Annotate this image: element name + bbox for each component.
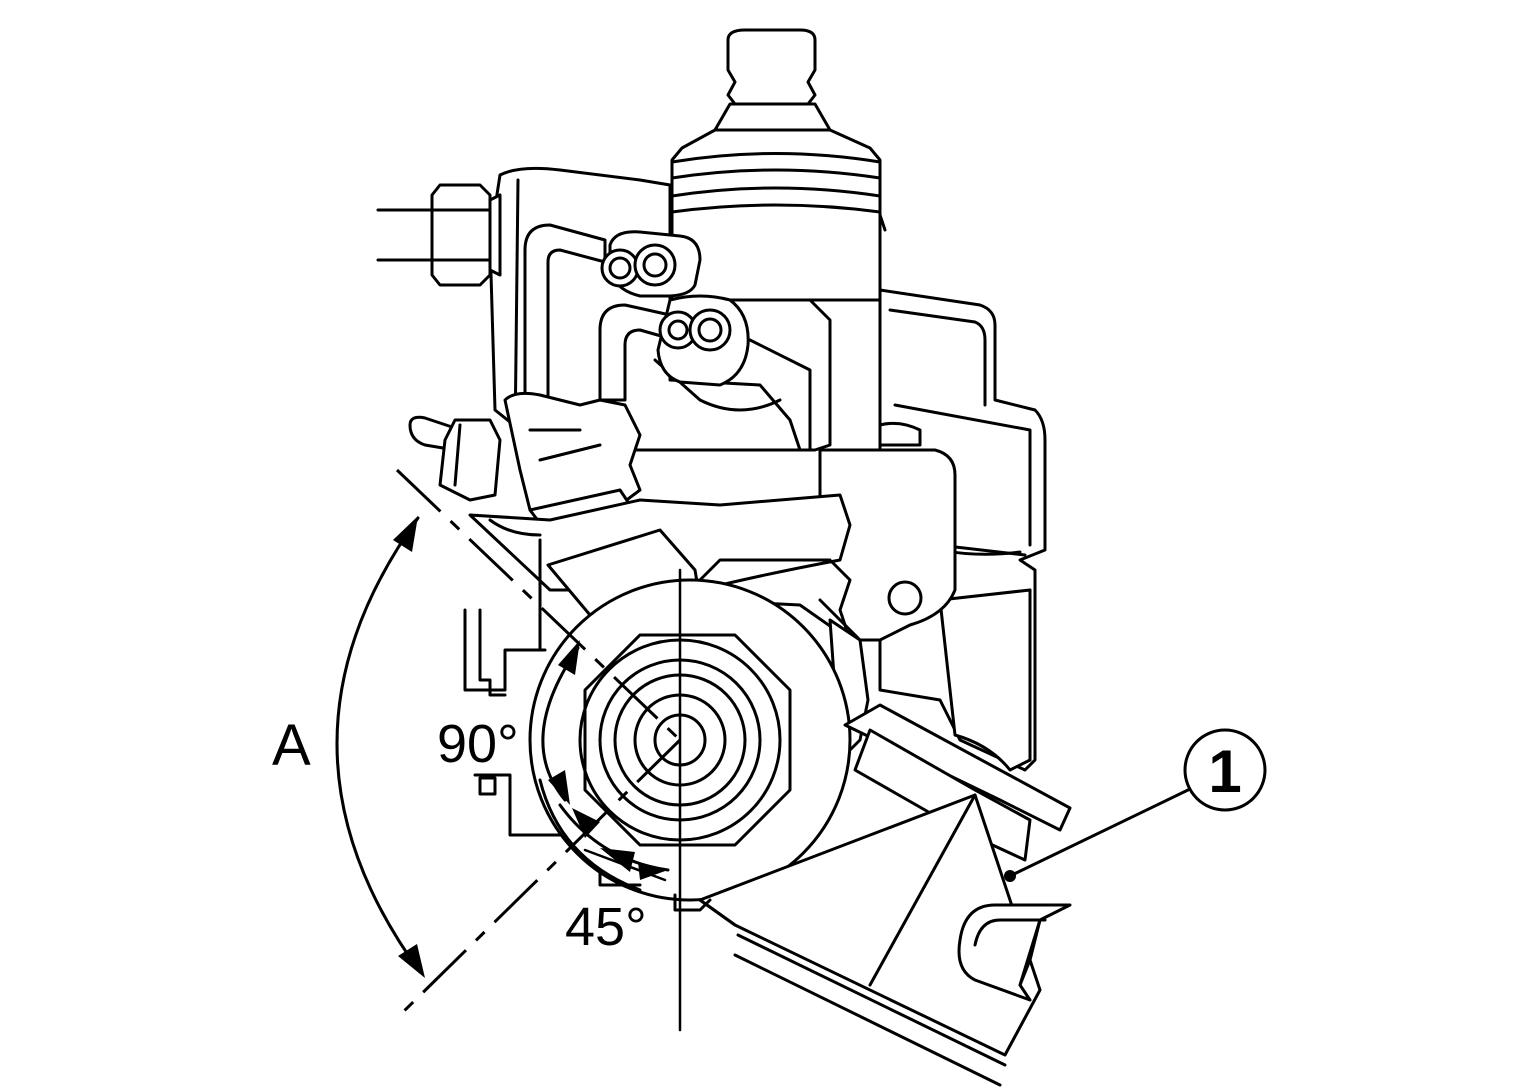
angle-45-arc [558,803,670,880]
left-fitting [376,183,502,287]
angle-90-arc [541,640,580,805]
angle-45-label: 45° [565,897,647,957]
angle-a-label: A [272,713,311,778]
callout-1 [1004,728,1267,882]
input-shaft [670,28,887,302]
hydraulic-pipes [523,223,750,407]
angle-90-label: 90° [437,714,519,774]
sector-shaft [528,578,870,902]
pitman-arm [698,703,1072,1087]
angle-a-arc [335,516,425,978]
callout-1-label: 1 [1208,738,1241,805]
left-bracket [463,538,712,912]
gear-housing [878,288,1047,772]
